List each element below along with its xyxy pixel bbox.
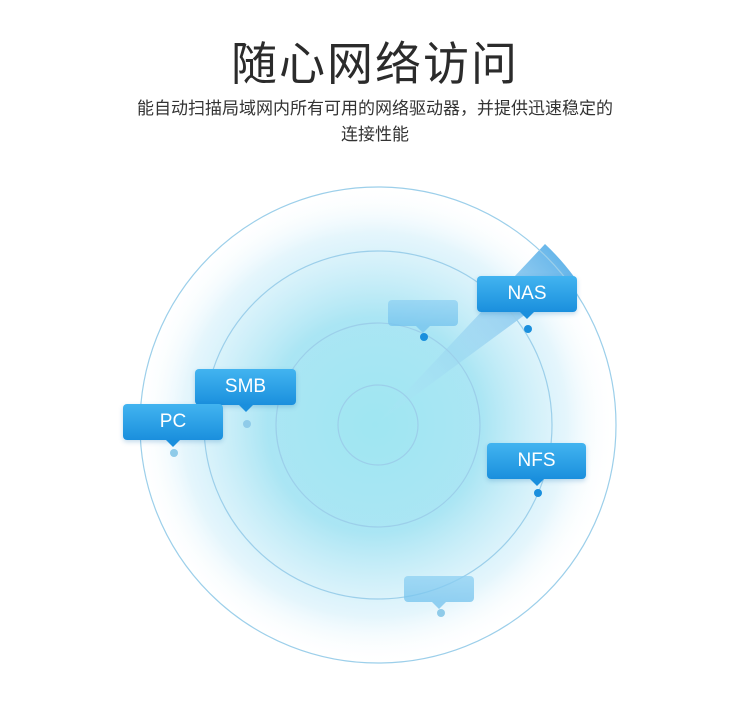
tag-pc-label: PC	[159, 411, 187, 432]
radar-ring-2	[275, 322, 481, 528]
tag-nas[interactable]: NAS	[477, 276, 577, 319]
node-smb-dot	[243, 420, 251, 428]
tag-nfs[interactable]: NFS	[487, 443, 586, 486]
tag-nas-label: NAS	[507, 283, 547, 304]
tag-pc[interactable]: PC	[123, 404, 223, 447]
node-nfs-dot	[534, 489, 542, 497]
node-lower-dot	[437, 609, 445, 617]
tag-smb-label: SMB	[224, 376, 267, 397]
tag-nfs-label: NFS	[517, 450, 556, 471]
page-subtitle: 能自动扫描局域网内所有可用的网络驱动器，并提供迅速稳定的连接性能	[137, 99, 613, 144]
node-nas-dot	[524, 325, 532, 333]
node-upper-dot	[420, 333, 428, 341]
tag-faint-lower	[404, 576, 474, 609]
node-pc-dot	[170, 449, 178, 457]
radar-ring-inner	[337, 384, 419, 466]
page-title: 随心网络访问	[231, 38, 519, 90]
tag-smb[interactable]: SMB	[195, 369, 296, 412]
tag-faint-upper	[388, 300, 458, 333]
